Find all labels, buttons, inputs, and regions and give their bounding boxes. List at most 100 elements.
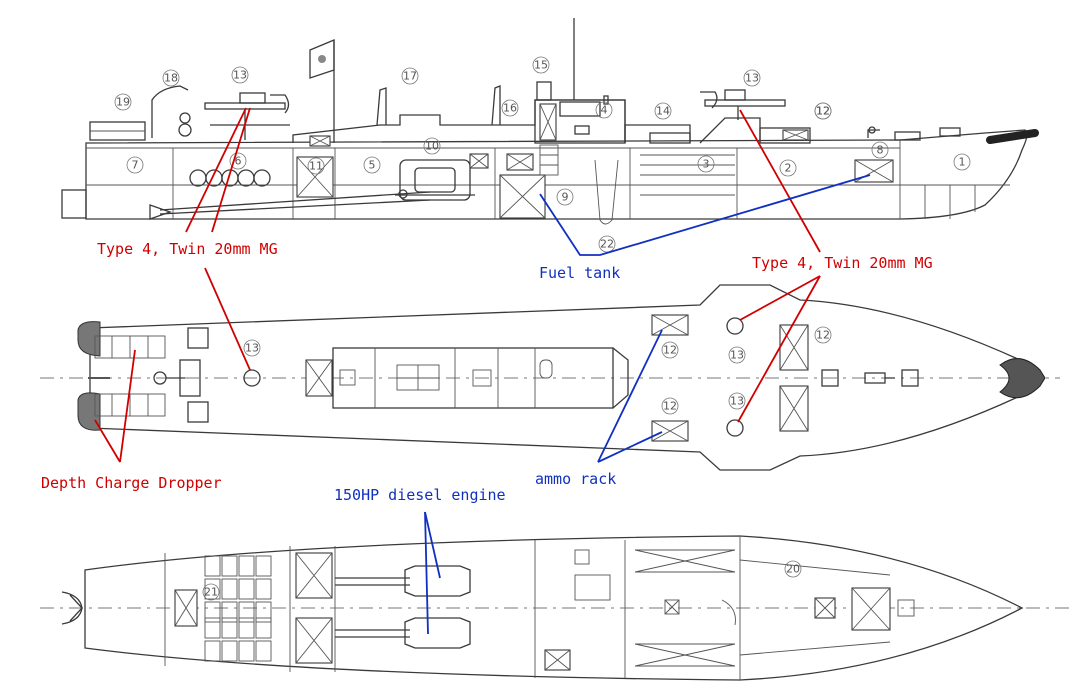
callout-number: 12: [816, 105, 830, 118]
hull-propeller: [61, 591, 83, 625]
bunk-cell: [204, 640, 221, 662]
bunk-cell: [255, 578, 272, 600]
side-aft-mg: [204, 92, 290, 140]
fuel-tank-label: Fuel tank: [539, 264, 620, 282]
callout-number: 12: [816, 105, 830, 118]
callout-circle: [307, 157, 325, 175]
callout-circle: [126, 156, 144, 174]
callout-number: 15: [534, 59, 548, 72]
side-depth-charges: [189, 169, 271, 187]
callout-circle: [363, 156, 381, 174]
bunk-cell: [255, 640, 272, 662]
deck-depth-charge-racks: [88, 335, 166, 417]
hull-plan: [40, 535, 1070, 681]
engine-label: 150HP diesel engine: [334, 486, 506, 504]
side-bulkheads: [172, 140, 976, 219]
bunk-cell: [255, 617, 272, 639]
bunk-cell: [204, 617, 221, 639]
callout-circle: [401, 67, 419, 85]
bunk-cell: [221, 617, 238, 639]
bunk-cell: [238, 555, 255, 577]
callout-number: 6: [235, 155, 242, 168]
side-bow-anchor: [986, 129, 1039, 144]
side-engine: [395, 159, 475, 201]
callout-number: 13: [245, 342, 259, 355]
callout-number: 5: [369, 159, 376, 172]
depth-charge-label: Depth Charge Dropper: [41, 474, 222, 492]
bunk-cell: [204, 601, 221, 623]
deck-ammo-racks: [651, 314, 809, 442]
deck-bow-fender: [999, 358, 1046, 399]
callout-circle: [501, 99, 519, 117]
callout-circle: [661, 341, 679, 359]
callout-circle: [779, 159, 797, 177]
leader-lines: [94, 107, 871, 635]
hull-engines: [335, 565, 471, 649]
mg-label-aft: Type 4, Twin 20mm MG: [97, 240, 278, 258]
callout-number: 8: [877, 144, 884, 157]
side-crates: [296, 129, 894, 219]
deck-stern-fender-top: [77, 321, 101, 357]
bunk-cell: [221, 601, 238, 623]
callout-number: 12: [663, 344, 677, 357]
side-forward-mg: [700, 89, 786, 120]
callout-number: 19: [116, 96, 130, 109]
callout-circle: [654, 102, 672, 120]
deck-plan: [40, 284, 1060, 471]
callout-circle: [231, 66, 249, 84]
callout-number: 9: [562, 191, 569, 204]
callout-circle: [814, 102, 832, 120]
callout-circle: [784, 560, 802, 578]
callout-number: 3: [703, 158, 710, 171]
callout-number: 20: [786, 563, 800, 576]
callout-circle: [114, 93, 132, 111]
mg-label-forward: Type 4, Twin 20mm MG: [752, 254, 933, 272]
deck-aft-mg-mount: [243, 369, 261, 387]
callout-number: 13: [233, 69, 247, 82]
hull-plan-outline: [84, 535, 1024, 681]
callout-number: 4: [601, 104, 608, 117]
bunk-cell: [221, 640, 238, 662]
callout-circle: [728, 392, 746, 410]
bunk-cell: [221, 578, 238, 600]
callout-number: 22: [600, 238, 614, 251]
bunk-cell: [238, 578, 255, 600]
bunk-cell: [238, 640, 255, 662]
hull-bunk-grid: [204, 555, 272, 662]
callout-number: 13: [745, 72, 759, 85]
callout-circle: [229, 152, 247, 170]
callout-number: 7: [132, 159, 139, 172]
callout-circle: [162, 69, 180, 87]
callout-circle: [243, 339, 261, 357]
side-profile: [61, 18, 1039, 225]
callout-number: 14: [656, 105, 670, 118]
callout-circle: [595, 101, 613, 119]
bunk-cell: [221, 555, 238, 577]
callout-number: 2: [785, 162, 792, 175]
deck-fwd-mg-mount-stbd: [726, 419, 744, 437]
callout-number: 16: [503, 102, 517, 115]
ammo-rack-label: ammo rack: [535, 470, 616, 488]
callout-number: 1: [959, 156, 966, 169]
callout-circle: [814, 326, 832, 344]
deck-deckhouse: [332, 347, 614, 409]
callout-number: 10: [425, 140, 439, 153]
callout-circle: [661, 397, 679, 415]
callout-circle: [953, 153, 971, 171]
side-deckhouse: [292, 99, 626, 143]
bunk-cell: [238, 601, 255, 623]
callout-circle: [697, 155, 715, 173]
callout-circle: [532, 56, 550, 74]
callout-circle: [871, 141, 889, 159]
side-davit: [151, 85, 189, 138]
callout-number: 12: [816, 329, 830, 342]
callout-circle: [743, 69, 761, 87]
callout-number: 17: [403, 70, 417, 83]
bunk-cell: [204, 555, 221, 577]
side-flag: [309, 39, 335, 79]
